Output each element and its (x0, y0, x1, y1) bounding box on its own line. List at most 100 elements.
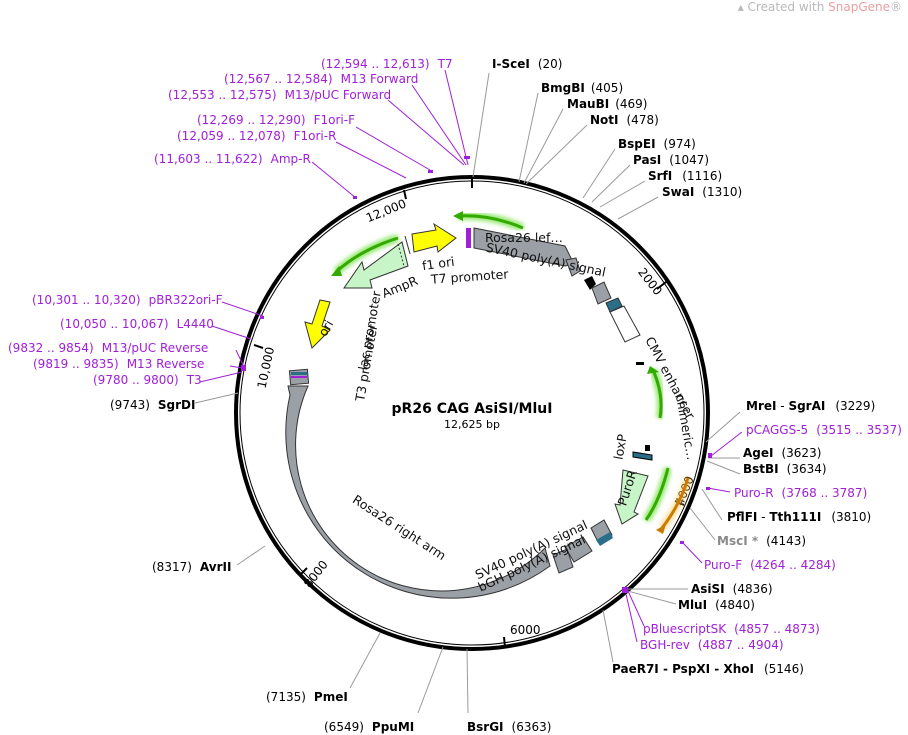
cmv-enhancer-feature[interactable] (609, 305, 641, 343)
chimeric-arrow[interactable] (651, 369, 663, 419)
puror-feature[interactable] (614, 469, 649, 525)
leader-primer-m13f (411, 84, 467, 166)
primer-purof[interactable]: Puro-F(4264 .. 4284) (704, 558, 836, 572)
primer-pcaggs5[interactable]: pCAGGS-5(3515 .. 3537) (746, 423, 902, 437)
site-bspei[interactable]: BspEI(974) (618, 137, 696, 151)
site-pmei[interactable]: (7135)PmeI (266, 690, 348, 704)
loxp-label: loxP (611, 432, 630, 460)
site-msci[interactable]: MscI *(4143) (717, 534, 806, 548)
leader-ppumi (417, 646, 444, 714)
primer-m13puc-r[interactable]: (9832 .. 9854)M13/pUC Reverse (8, 341, 208, 355)
leader-mrei (705, 411, 741, 443)
watermark-prefix: Created with (747, 0, 829, 14)
primer-m13f[interactable]: (12,567 .. 12,584)M13 Forward (224, 72, 418, 86)
site-bstbi[interactable]: BstBI(3634) (743, 462, 827, 476)
primer-bghrev[interactable]: BGH-rev(4887 .. 4904) (640, 638, 784, 652)
site-pflfi[interactable]: PflFI - Tth111I(3810) (727, 510, 871, 524)
enzyme-labels: I-SceI(20) BmgBI(405) MauBI(469) NotI(47… (110, 57, 875, 734)
top-primer-arrowhead (453, 211, 463, 221)
tick-6000 (503, 636, 506, 648)
site-avrii[interactable]: (8317)AvrII (152, 560, 231, 574)
marker-pcaggs (708, 453, 712, 458)
primer-ampr[interactable]: (11,603 .. 11,622)Amp-R (154, 152, 311, 166)
tick-8000 (299, 567, 308, 576)
small-feature-2 (584, 276, 596, 290)
leader-mlui (623, 589, 677, 605)
leader-srfi (599, 180, 646, 208)
lac-purple-stripe (291, 376, 307, 378)
rosa26-right-arm-feature[interactable] (285, 385, 551, 599)
leader-primer-purof (682, 542, 703, 564)
site-maubi[interactable]: MauBI(469) (567, 97, 647, 111)
tick-2000 (656, 281, 667, 290)
marker-puror (706, 487, 710, 490)
leader-pflfi (701, 488, 723, 521)
site-asisi[interactable]: AsiSI(4836) (691, 582, 773, 596)
site-paer7i[interactable]: PaeR7I - PspXI - XhoI(5146) (612, 662, 804, 676)
primer-pbluescript[interactable]: pBluescriptSK(4857 .. 4873) (643, 622, 820, 636)
leader-maubi (523, 108, 564, 184)
site-srfi[interactable]: SrfI(1116) (648, 169, 722, 183)
primer-pbr322[interactable]: (10,301 .. 10,320)pBR322ori-F (32, 293, 223, 307)
leader-primer-t3 (199, 371, 243, 383)
small-feature-1 (565, 257, 581, 277)
site-sgrdi[interactable]: (9743)SgrDI (110, 398, 195, 412)
chimeric-arrowhead (647, 366, 659, 374)
watermark-brand: SnapGene (828, 0, 890, 14)
primer-t3[interactable]: (9780 .. 9800)T3 (93, 373, 202, 387)
sv40-top-feature[interactable] (591, 281, 612, 305)
site-bsrgi[interactable]: BsrGI(6363) (467, 720, 551, 734)
primer-m13r[interactable]: (9819 .. 9835)M13 Reverse (33, 357, 204, 371)
site-mrei[interactable]: MreI - SgrAI(3229) (746, 399, 875, 413)
loxp-feature[interactable] (632, 451, 653, 461)
leader-noti (525, 124, 588, 185)
puro-r-arrow[interactable] (644, 467, 670, 521)
bgh-feature[interactable] (564, 536, 593, 563)
primer-f1orif[interactable]: (12,269 .. 12,290)F1ori-F (197, 113, 355, 127)
leader-primer-bghrev (625, 593, 638, 643)
leader-bspei (582, 148, 616, 199)
loxp-mark (645, 445, 650, 451)
primer-puror[interactable]: Puro-R(3768 .. 3787) (734, 486, 867, 500)
leader-primer-pbluescript (627, 590, 645, 627)
rosa26-right-label: Rosa26 right arm (350, 492, 449, 563)
leader-primer-l4440 (211, 325, 252, 340)
top-primer-arrow[interactable] (457, 214, 524, 230)
site-agei[interactable]: AgeI(3623) (743, 446, 821, 460)
primer-t7[interactable]: (12,594 .. 12,613)T7 (321, 57, 453, 71)
site-ppumi[interactable]: (6549)PpuMI (324, 720, 414, 734)
primer-m13puc-f[interactable]: (12,553 .. 12,575)M13/pUC Forward (168, 88, 391, 102)
leader-sgrdi (194, 392, 239, 404)
site-bmgbi[interactable]: BmgBI(405) (541, 81, 623, 95)
leader-paer7i (602, 609, 614, 663)
site-pasi[interactable]: PasI(1047) (633, 153, 709, 167)
ampr-feature[interactable] (343, 241, 409, 289)
lac-teal-stripe (291, 372, 307, 375)
marker-purof (680, 541, 684, 544)
site-noti[interactable]: NotI(478) (590, 113, 659, 127)
leader-primer-pbr322 (221, 301, 264, 317)
small-gray-feature (552, 548, 574, 574)
tick-12000 (403, 189, 407, 200)
site-swai[interactable]: SwaI(1310) (662, 185, 742, 199)
puro-f-arrow[interactable] (660, 477, 690, 529)
marker-amp (353, 196, 357, 199)
leader-primer-f1orir (335, 141, 407, 179)
primer-f1orir[interactable]: (12,059 .. 12,078)F1ori-R (177, 129, 336, 143)
primer-l4440[interactable]: (10,050 .. 10,067)L4440 (60, 317, 214, 331)
site-mlui[interactable]: MluI(4840) (678, 598, 755, 612)
watermark-icon: ▴ (737, 0, 748, 14)
ampr-primer-arrow[interactable] (334, 236, 399, 274)
site-isce[interactable]: I-SceI(20) (492, 57, 562, 71)
rosa26-left-arm-marker (466, 228, 471, 248)
marker-t7 (464, 156, 470, 159)
f1-ori-feature[interactable] (411, 222, 457, 253)
snapgene-watermark: ▴ Created with SnapGene® (738, 0, 902, 14)
t7-promoter-label: T7 promoter (429, 266, 509, 287)
plasmid-name: pR26 CAG AsiSI/MluI (392, 401, 553, 417)
watermark-reg: ® (890, 0, 902, 14)
marker-pbr (260, 316, 264, 319)
ori-feature[interactable] (304, 299, 331, 349)
leader-primer-pcaggs5 (710, 431, 743, 457)
puro-f-arrowhead (656, 524, 666, 534)
